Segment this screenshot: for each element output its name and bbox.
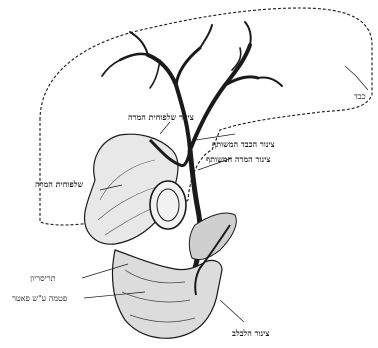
label-common-bile-duct: צינור המרה המשותף bbox=[206, 154, 270, 164]
pancreas bbox=[189, 213, 236, 260]
hepatic-duct-tree bbox=[102, 22, 282, 150]
label-pancreatic-duct: צינור הלבלב bbox=[232, 328, 269, 338]
label-gallbladder: שלפוחית המרה bbox=[35, 179, 83, 189]
label-cystic-duct: צינור שלפוחית המרה bbox=[128, 112, 194, 122]
label-common-hepatic-duct: צינור הכבד המשותף bbox=[212, 139, 275, 149]
label-sphincter: פטמה ע"ש פאטר bbox=[12, 294, 67, 304]
label-liver: כבד bbox=[354, 92, 366, 102]
label-duodenum: תריסריון bbox=[30, 274, 56, 284]
